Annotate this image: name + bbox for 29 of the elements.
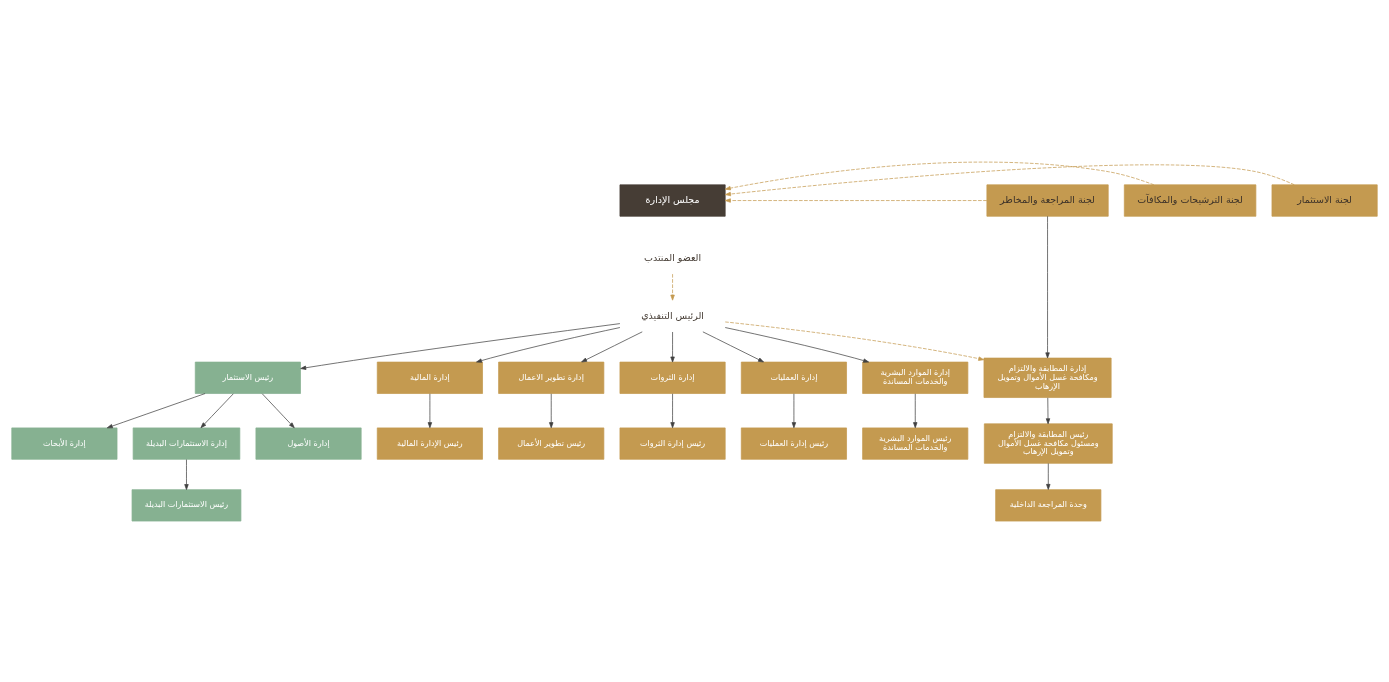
node-text: العضو المنتدب <box>644 251 702 263</box>
arrow <box>427 392 433 428</box>
arrow <box>913 392 918 428</box>
arrow <box>1045 215 1050 358</box>
arrow <box>725 163 1295 196</box>
arrow <box>1045 396 1051 424</box>
arrow <box>724 326 870 363</box>
node-box: لجنة الترشيحات والمكافآت <box>1123 183 1257 217</box>
arrow <box>106 392 206 428</box>
arrow <box>724 197 988 203</box>
arrow <box>300 322 621 370</box>
arrow <box>791 392 797 428</box>
arrow <box>724 161 1155 190</box>
arrow <box>200 392 234 428</box>
arrow <box>261 392 295 428</box>
arrow <box>702 330 764 362</box>
node-box: مجلس الإدارة <box>619 183 726 217</box>
arrow <box>670 331 675 362</box>
arrow <box>476 326 621 363</box>
arrow <box>670 392 675 428</box>
arrow <box>724 321 985 361</box>
node-text: الرئيس التنفيذي <box>641 309 704 321</box>
node-box: لجنة الاستثمار <box>1271 183 1378 217</box>
arrow <box>1046 462 1051 490</box>
arrow <box>581 330 643 362</box>
arrow <box>670 273 675 301</box>
arrow <box>184 458 189 490</box>
arrow <box>549 392 554 428</box>
node-box: لجنة المراجعة والمخاطر <box>986 183 1109 217</box>
